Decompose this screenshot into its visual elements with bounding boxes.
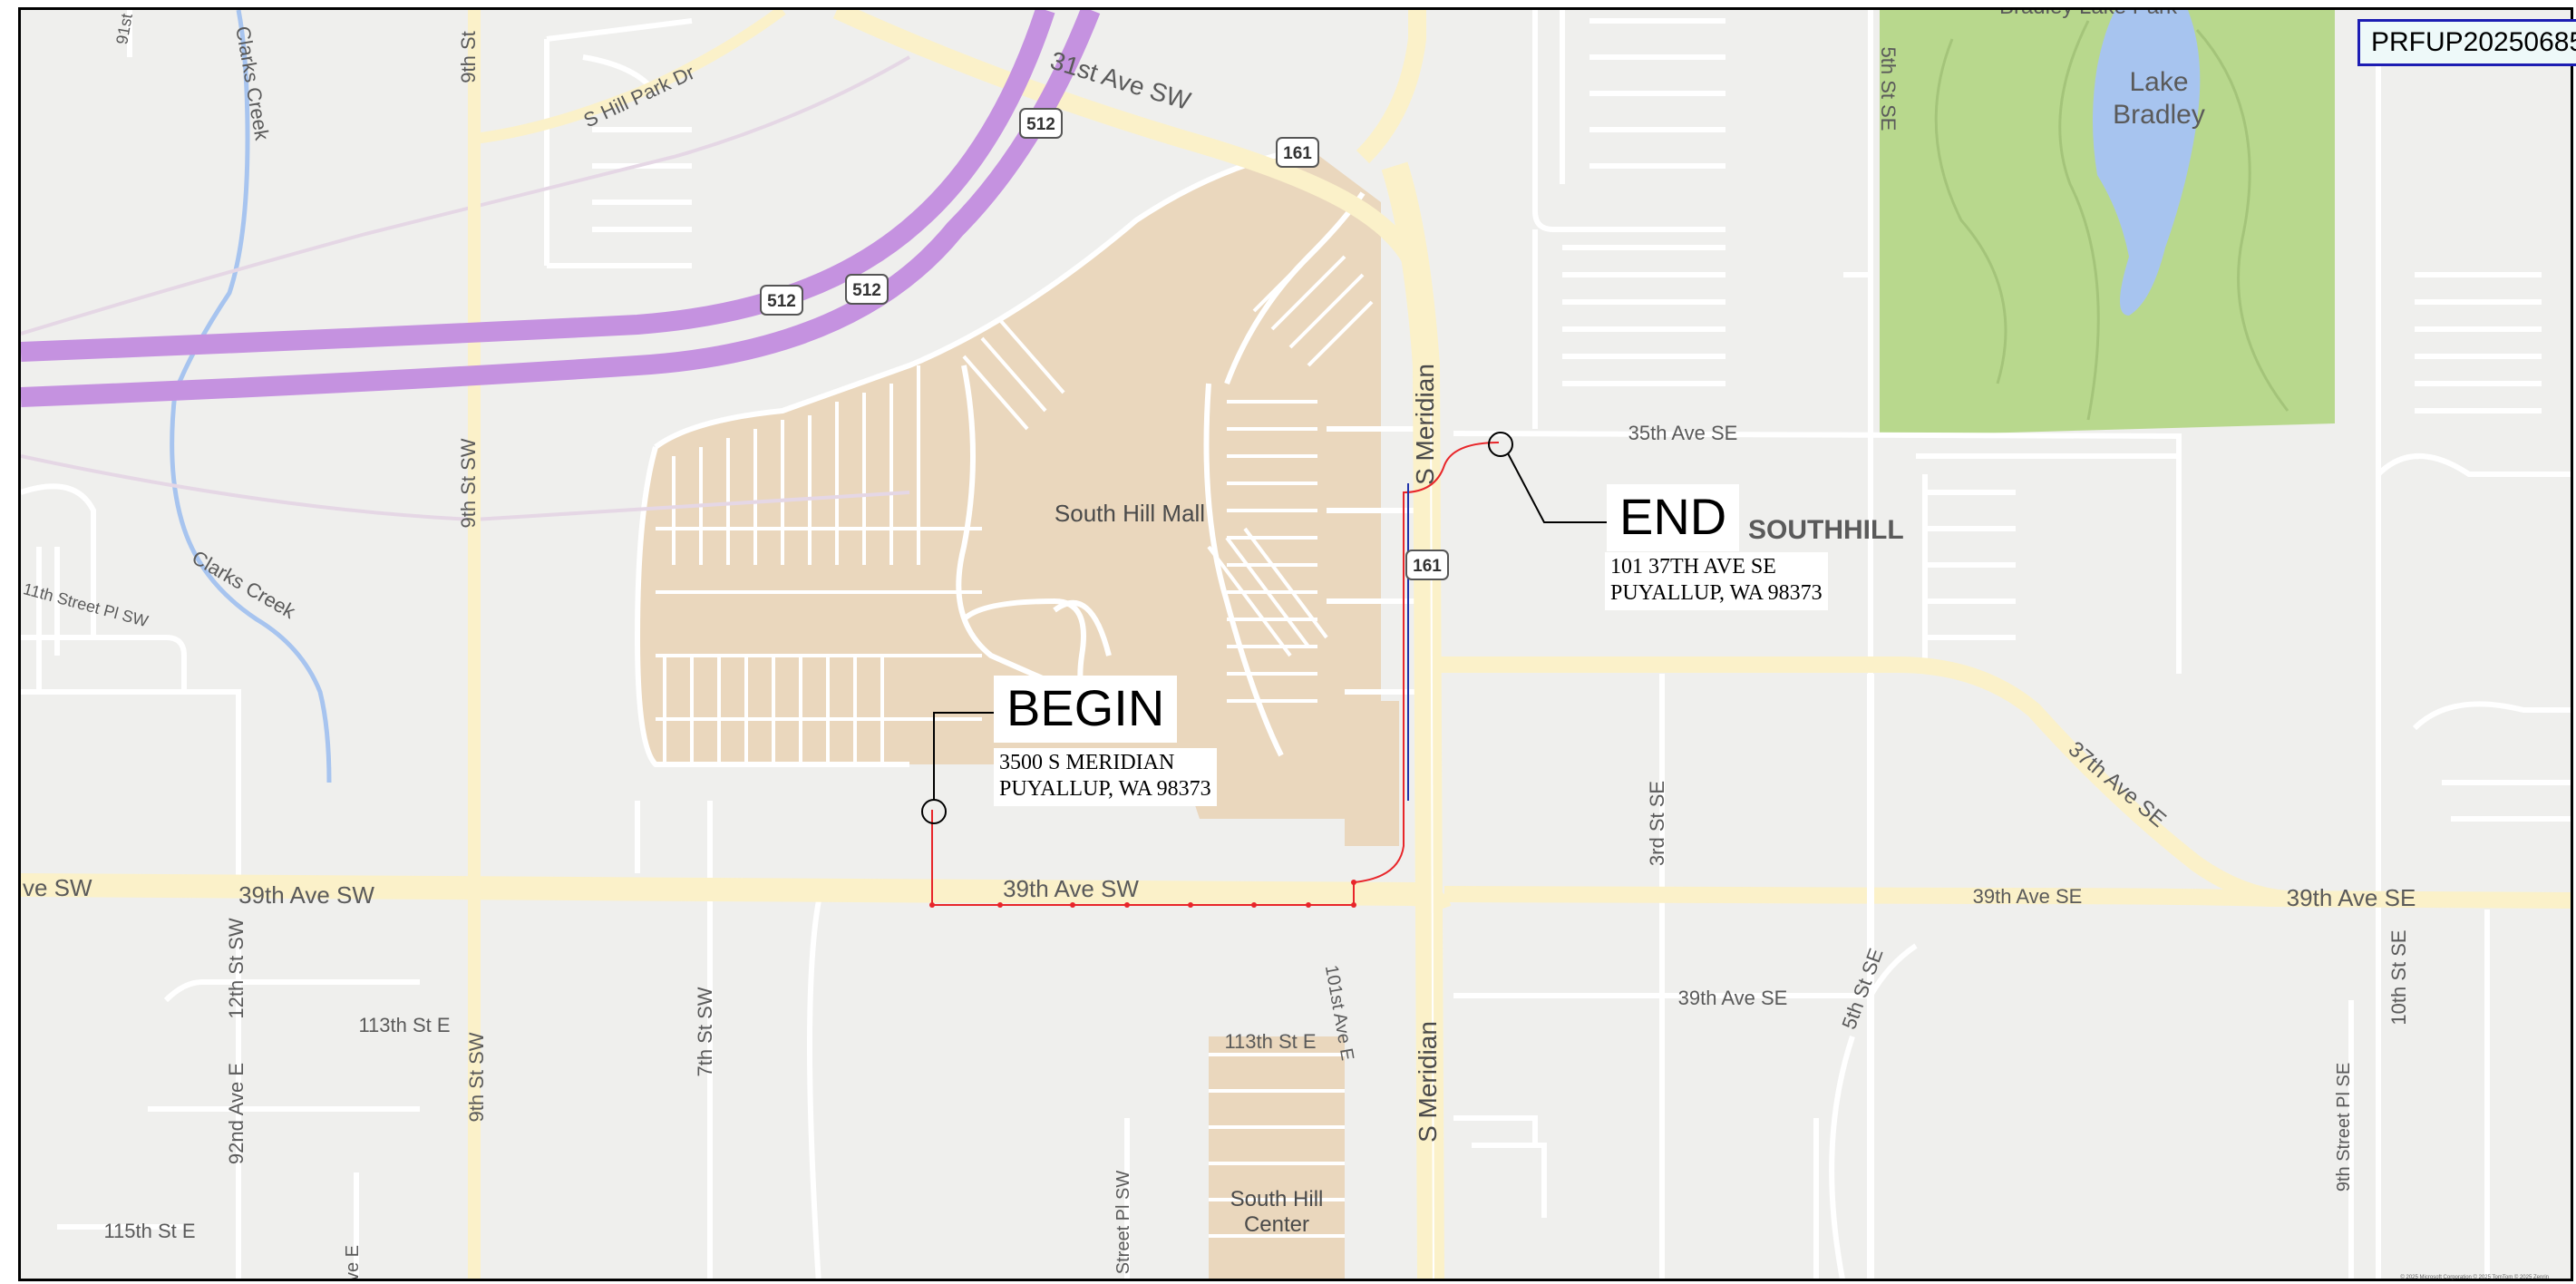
- begin-title: BEGIN: [994, 676, 1178, 743]
- s-meridian-road: [1381, 161, 1444, 1279]
- route-markers: [929, 880, 1356, 908]
- label-clarks-creek-1: Clarks Creek: [231, 24, 274, 143]
- label-3rd-st-se: 3rd St SE: [1646, 781, 1668, 866]
- mall-east-lot: [1345, 701, 1399, 846]
- permit-id-box: PRFUP20250685: [2357, 19, 2576, 66]
- label-39th-ave-sw: 39th Ave SW: [238, 881, 374, 909]
- label-35th-ave-se: 35th Ave SE: [1628, 422, 1738, 444]
- label-9th-st-top: 9th St: [457, 31, 480, 83]
- end-title: END: [1607, 484, 1740, 551]
- label-7th-st-sw: 7th St SW: [694, 987, 716, 1076]
- shield-512-b: 512: [760, 285, 803, 316]
- end-marker-circle[interactable]: [1488, 432, 1513, 457]
- label-9th-st-sw: 9th St SW: [457, 438, 480, 528]
- label-91st: 91st: [112, 12, 136, 45]
- label-s-meridian-south: S Meridian: [1414, 1021, 1442, 1143]
- ave-31st-sw: [832, 10, 1434, 394]
- label-10th-st-se: 10th St SE: [2387, 929, 2410, 1025]
- map-canvas[interactable]: 512 512 512 161 161 Lake Bradley Bradley…: [21, 10, 2573, 1281]
- begin-marker-circle[interactable]: [921, 799, 947, 824]
- label-street-pl-sw: Street Pl SW: [1113, 1171, 1133, 1275]
- end-address-line1: 101 37TH AVE SE: [1610, 555, 1776, 579]
- label-lake-2: Bradley: [2113, 100, 2205, 130]
- clarks-creek: [170, 10, 332, 783]
- label-5th-st-se: 5th St SE: [1837, 945, 1887, 1032]
- south-hill-center-area: [1209, 1036, 1345, 1279]
- label-37th-ave-se: 37th Ave SE: [2064, 737, 2171, 832]
- label-39th-ave-se-a: 39th Ave SE: [1973, 885, 2083, 908]
- highway-512: [21, 10, 1101, 407]
- mall-east-road: [1203, 191, 1417, 757]
- rail-line-north: [21, 55, 911, 336]
- park-trails: [1934, 20, 2289, 421]
- end-address-line2: PUYALLUP, WA 98373: [1610, 581, 1823, 605]
- label-mall: South Hill Mall: [1055, 500, 1205, 527]
- label-ave-e-bottom: ve E: [343, 1245, 363, 1281]
- begin-leader-line: [933, 712, 996, 800]
- mall-ring-road: [634, 145, 1309, 767]
- svg-text:161: 161: [1413, 557, 1442, 576]
- svg-text:161: 161: [1283, 144, 1312, 163]
- label-92nd-ave-e: 92nd Ave E: [225, 1063, 248, 1164]
- rail-line-south: [21, 454, 910, 522]
- svg-text:512: 512: [852, 281, 881, 300]
- shield-161-b: 161: [1405, 550, 1449, 580]
- svg-text:512: 512: [767, 292, 796, 311]
- label-39th-ave-sw-2: 39th Ave SW: [1003, 875, 1139, 902]
- label-39th-ave-se-b: 39th Ave SE: [2287, 884, 2416, 911]
- label-5th-st-se-north: 5th St SE: [1877, 47, 1900, 131]
- end-address: 101 37TH AVE SE PUYALLUP, WA 98373: [1605, 552, 1828, 610]
- ave-35th-se-road: [1453, 431, 2182, 674]
- label-39th-ave-sw-left: ve SW: [23, 874, 92, 901]
- begin-address-line2: PUYALLUP, WA 98373: [999, 777, 1211, 801]
- label-39th-ave-se-c: 39th Ave SE: [1678, 987, 1788, 1009]
- label-113th-st-e-2: 113th St E: [1224, 1030, 1316, 1053]
- label-park: Bradley Lake Park: [1999, 10, 2178, 19]
- label-south-hill-center-1: South Hill: [1230, 1187, 1324, 1211]
- shield-512-c: 512: [845, 274, 889, 305]
- shield-161-a: 161: [1276, 137, 1319, 168]
- label-s-hill-park-dr: S Hill Park Dr: [580, 61, 698, 131]
- label-lake-1: Lake: [2129, 67, 2188, 97]
- label-south-hill-center-2: Center: [1244, 1212, 1309, 1237]
- begin-address: 3500 S MERIDIAN PUYALLUP, WA 98373: [994, 748, 1217, 806]
- parking-stripes: [656, 237, 1374, 1238]
- label-s-meridian-north: S Meridian: [1411, 364, 1439, 485]
- lake-water: [2093, 10, 2201, 316]
- label-9th-street-pl-se: 9th Street Pl SE: [2334, 1063, 2354, 1192]
- begin-address-line1: 3500 S MERIDIAN: [999, 751, 1175, 774]
- end-leader-line: [1507, 452, 1613, 523]
- label-115th-st-e: 115th St E: [103, 1220, 195, 1242]
- park-area: [1880, 10, 2335, 436]
- s-hill-park-dr: [473, 10, 786, 144]
- label-neighborhood: SOUTHHILL: [1748, 515, 1904, 545]
- label-12th-st-sw: 12th St SW: [225, 918, 248, 1019]
- route-line: [931, 442, 1500, 906]
- svg-text:512: 512: [1026, 115, 1055, 134]
- shield-512-a: 512: [1019, 108, 1063, 139]
- s-meridian-centerline: [1430, 401, 1434, 1279]
- map-attribution: © 2025 Microsoft Corporation © 2025 TomT…: [2400, 1275, 2549, 1280]
- label-113th-st-e: 113th St E: [358, 1014, 450, 1036]
- map-frame[interactable]: 512 512 512 161 161 Lake Bradley Bradley…: [18, 7, 2573, 1281]
- ave-37th-se-road: [1435, 657, 2289, 907]
- mall-area: [637, 148, 1381, 819]
- label-9th-st-sw-south: 9th St SW: [465, 1032, 488, 1122]
